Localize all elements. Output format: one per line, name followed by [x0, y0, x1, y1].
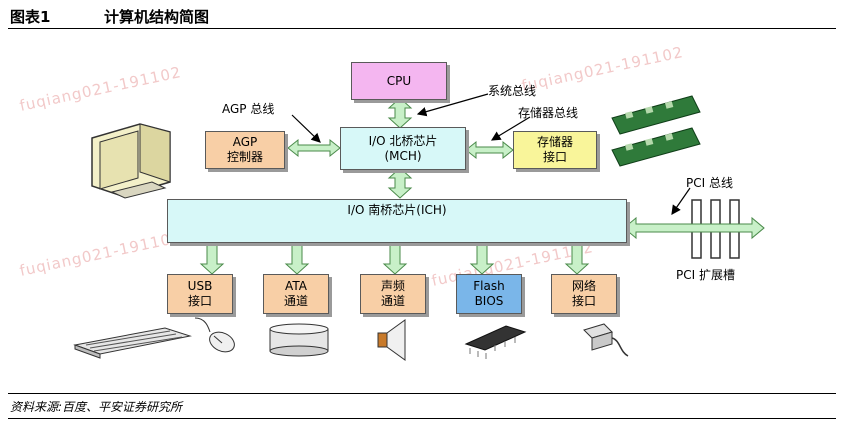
usb-label-1: USB	[187, 279, 213, 293]
ata-box: ATA 通道	[263, 274, 329, 314]
label-arrows	[291, 93, 691, 215]
memory-bus-label: 存储器总线	[518, 106, 579, 120]
north-bridge-label-1: I/O 北桥芯片	[368, 133, 438, 148]
network-label-1: 网络	[571, 279, 596, 293]
figure-number: 图表1	[10, 8, 51, 26]
memory-interface-box: 存储器 接口	[513, 131, 597, 169]
usb-label-2: 接口	[187, 294, 212, 308]
south-bridge-label: I/O 南桥芯片(ICH)	[347, 203, 447, 217]
keyboard-icon	[73, 327, 192, 359]
ata-label-1: ATA	[285, 279, 307, 293]
north-bridge-box: I/O 北桥芯片 (MCH)	[340, 127, 466, 170]
mouse-icon	[194, 317, 235, 353]
north-bridge-label-2: (MCH)	[384, 148, 422, 163]
cpu-box: CPU	[351, 62, 447, 100]
bus-arrows	[199, 97, 765, 275]
agp-controller-box: AGP 控制器	[205, 131, 285, 169]
pci-slot-label: PCI 扩展槽	[676, 268, 735, 282]
flash-bios-label-1: Flash	[473, 279, 505, 293]
network-label-2: 接口	[571, 294, 596, 308]
footer-rule-bottom	[8, 418, 836, 419]
network-connector-icon	[583, 323, 629, 357]
figure-title: 计算机结构简图	[104, 8, 210, 26]
agp-controller-label-1: AGP	[232, 135, 258, 149]
audio-box: 声频 通道	[360, 274, 426, 314]
audio-label-1: 声频	[380, 279, 405, 293]
ata-label-2: 通道	[283, 294, 308, 308]
usb-box: USB 接口	[167, 274, 233, 314]
agp-controller-label-2: 控制器	[226, 150, 263, 164]
flash-bios-box: Flash BIOS	[456, 274, 522, 314]
disk-drive-icon	[269, 323, 329, 357]
memory-interface-label-1: 存储器	[536, 135, 573, 149]
agp-bus-label: AGP 总线	[222, 102, 275, 116]
system-bus-label: 系统总线	[488, 84, 537, 98]
audio-label-2: 通道	[380, 294, 405, 308]
memory-interface-label-2: 接口	[542, 150, 567, 164]
pci-bus-label: PCI 总线	[686, 176, 733, 190]
footer-rule-top	[8, 393, 836, 394]
bios-chip-icon	[464, 325, 527, 359]
cpu-label: CPU	[386, 73, 412, 88]
source-note: 资料来源:百度、平安证券研究所	[10, 400, 183, 414]
network-box: 网络 接口	[551, 274, 617, 314]
flash-bios-label-2: BIOS	[474, 294, 504, 308]
monitor-icon	[91, 123, 171, 199]
figure-header: 图表1 计算机结构简图	[8, 4, 836, 29]
speaker-icon	[377, 319, 406, 361]
south-bridge-box: I/O 南桥芯片(ICH)	[167, 199, 627, 243]
memory-module-icon	[611, 95, 701, 167]
